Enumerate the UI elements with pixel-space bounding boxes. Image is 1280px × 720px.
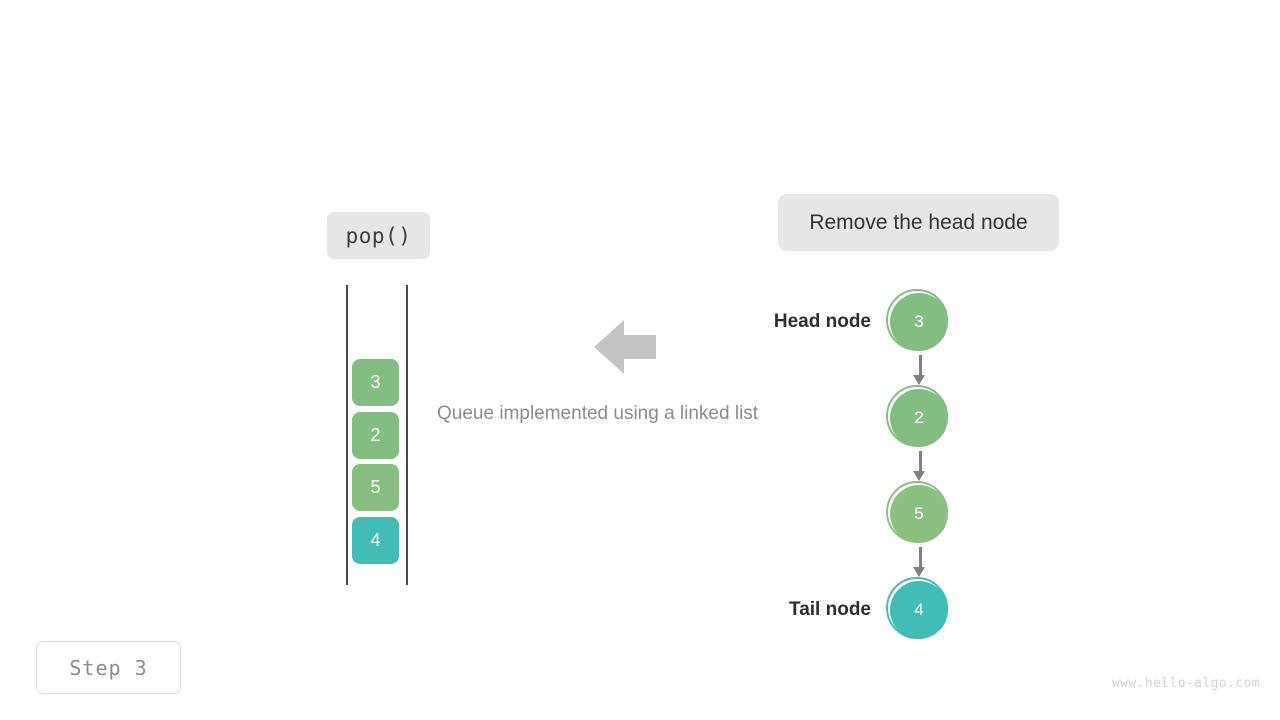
list-node: 2: [890, 389, 948, 447]
transfer-arrow-icon: [594, 320, 656, 374]
operation-label: pop(): [327, 212, 430, 259]
queue-cell: 4: [352, 517, 399, 564]
queue-cell: 5: [352, 464, 399, 511]
list-node: 5: [890, 485, 948, 543]
node-link: [918, 355, 922, 377]
head-node-label: Head node: [773, 311, 871, 332]
queue-rail-left: [346, 285, 348, 585]
node-link: [918, 547, 922, 569]
node-link-arrowhead: [912, 375, 925, 385]
list-node: 3: [890, 293, 948, 351]
tail-node-label: Tail node: [789, 599, 871, 620]
diagram-caption: Queue implemented using a linked list: [437, 403, 759, 424]
node-link-arrowhead: [912, 471, 925, 481]
list-node: 4: [890, 581, 948, 639]
node-link-arrowhead: [912, 567, 925, 577]
node-link: [918, 451, 922, 473]
step-badge: Step 3: [36, 641, 181, 694]
queue-cell: 3: [352, 359, 399, 406]
queue-rail-right: [406, 285, 408, 585]
watermark: www.hello-algo.com: [1111, 676, 1260, 691]
hint-bubble: Remove the head node: [778, 194, 1059, 251]
queue-cell: 2: [352, 412, 399, 459]
